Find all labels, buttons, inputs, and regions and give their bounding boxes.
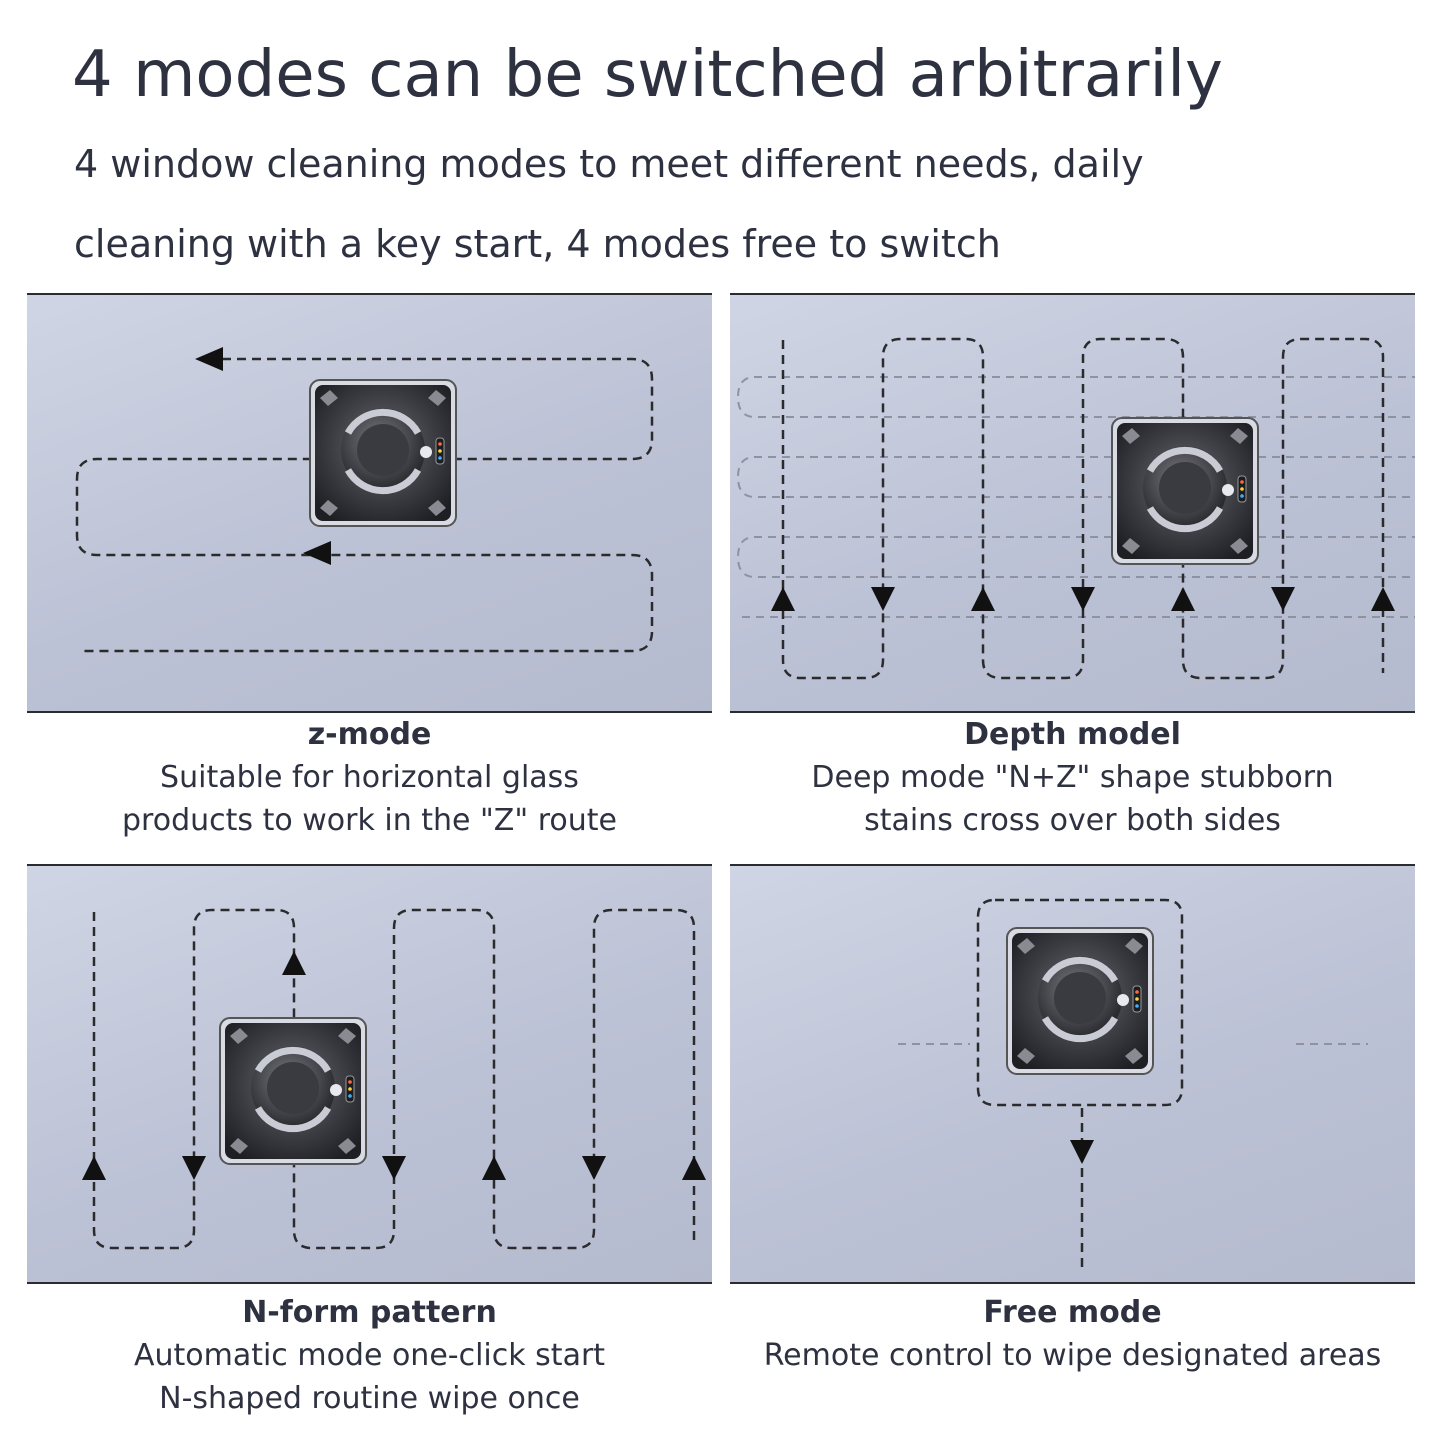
mode-name: z-mode	[307, 717, 432, 752]
arrow-left-icon	[195, 347, 223, 371]
n-form-mode-caption: N-form pattern Automatic mode one-click …	[27, 1291, 712, 1420]
arrow-down-icon	[1271, 587, 1295, 611]
arrow-up-icon	[82, 1156, 106, 1180]
free-mode-caption: Free mode Remote control to wipe designa…	[730, 1291, 1415, 1377]
page-title: 4 modes can be switched arbitrarily	[72, 38, 1223, 112]
arrow-up-icon	[1371, 587, 1395, 611]
mode-description-line-2: products to work in the "Z" route	[122, 803, 617, 838]
mode-description-line-2: N-shaped routine wipe once	[159, 1381, 580, 1416]
mode-name: Free mode	[983, 1295, 1162, 1330]
subtitle-line-2: cleaning with a key start, 4 modes free …	[74, 222, 1001, 266]
window-cleaning-robot-icon	[218, 1016, 368, 1166]
arrow-down-icon	[382, 1156, 406, 1180]
free-mode-panel	[730, 864, 1415, 1284]
depth-mode-panel	[730, 293, 1415, 713]
arrow-up-icon	[282, 951, 306, 975]
window-cleaning-robot-icon	[1110, 416, 1260, 566]
arrow-up-icon	[771, 587, 795, 611]
arrow-down-icon	[1071, 587, 1095, 611]
mode-name: N-form pattern	[242, 1295, 497, 1330]
mode-description-line-1: Deep mode "N+Z" shape stubborn	[811, 760, 1334, 795]
z-mode-caption: z-mode Suitable for horizontal glass pro…	[27, 713, 712, 842]
arrow-down-icon	[582, 1156, 606, 1180]
mode-name: Depth model	[964, 717, 1181, 752]
arrow-up-icon	[482, 1156, 506, 1180]
window-cleaning-robot-icon	[1005, 926, 1155, 1076]
mode-description-line-2: stains cross over both sides	[864, 803, 1281, 838]
z-mode-panel	[27, 293, 712, 713]
arrow-down-icon	[1070, 1140, 1094, 1164]
arrow-up-icon	[971, 587, 995, 611]
mode-description-line-1: Automatic mode one-click start	[133, 1338, 606, 1373]
window-cleaning-robot-icon	[308, 378, 458, 528]
arrow-up-icon	[682, 1156, 706, 1180]
arrow-down-icon	[182, 1156, 206, 1180]
arrow-down-icon	[871, 587, 895, 611]
n-z-route-path	[736, 337, 1415, 680]
subtitle-line-1: 4 window cleaning modes to meet differen…	[74, 142, 1144, 186]
z-route-path	[75, 347, 654, 653]
arrow-up-icon	[1171, 587, 1195, 611]
free-route-path	[898, 898, 1368, 1271]
mode-description-line-1: Remote control to wipe designated areas	[763, 1338, 1382, 1373]
depth-mode-caption: Depth model Deep mode "N+Z" shape stubbo…	[730, 713, 1415, 842]
n-route-path	[82, 908, 706, 1250]
n-form-mode-panel	[27, 864, 712, 1284]
mode-description-line-1: Suitable for horizontal glass	[160, 760, 579, 795]
arrow-left-icon	[303, 541, 331, 565]
